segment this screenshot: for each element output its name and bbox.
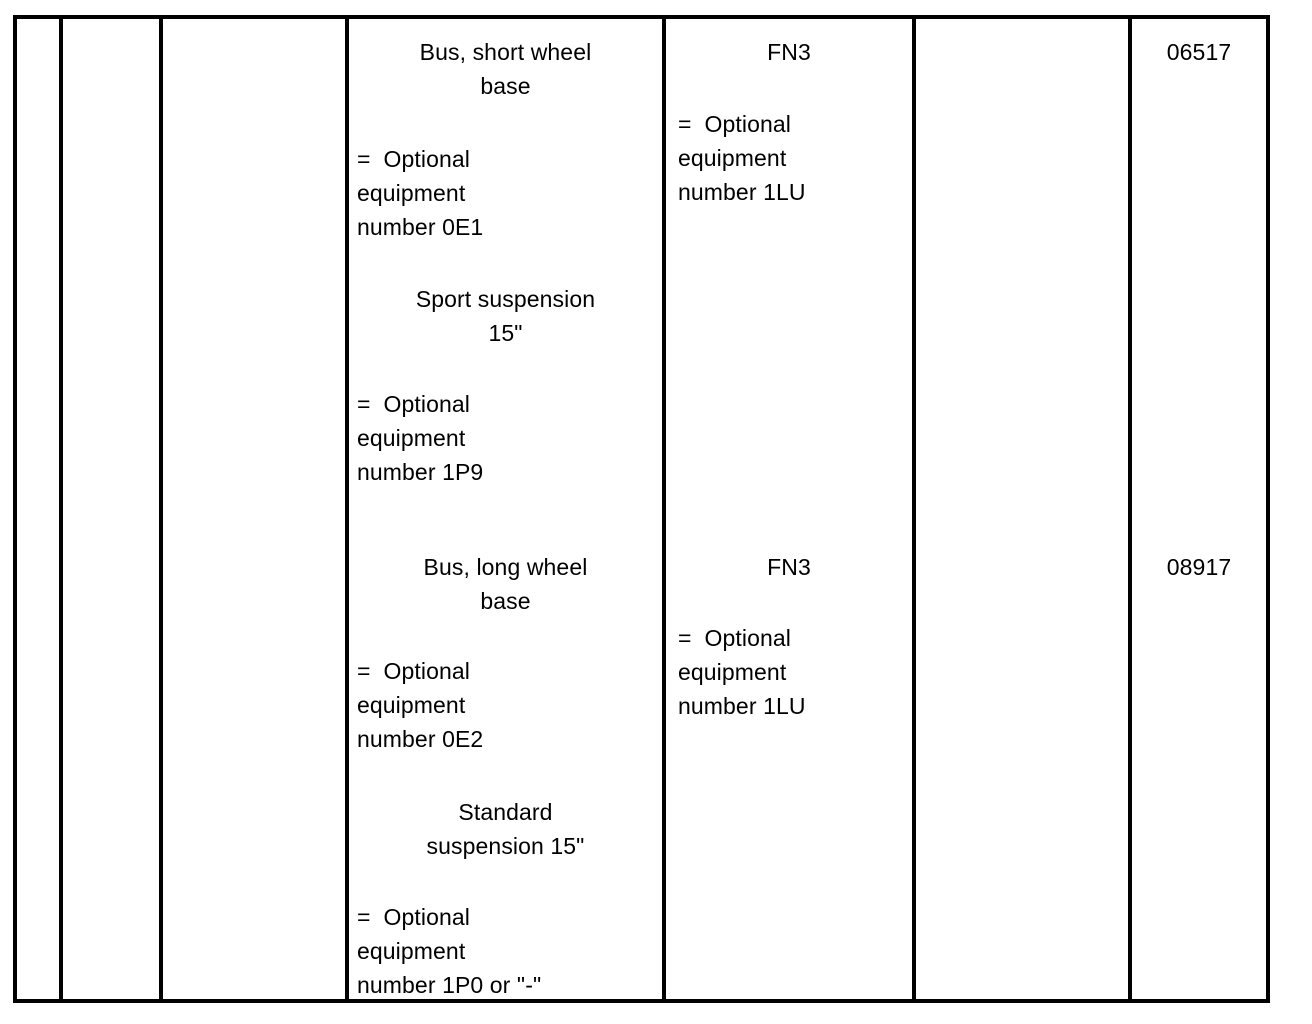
patent-table: Bus, short wheel base = Optional equipme…	[13, 15, 1270, 1003]
table-left-border	[13, 19, 17, 999]
row0-number: 06517	[1166, 39, 1232, 65]
column-rule-1	[59, 19, 63, 999]
row1-code-equipment: = Optional equipment number 1LU	[678, 625, 806, 719]
row0-code: FN3	[767, 39, 811, 65]
table-cell-col4-vehicle: Bus, short wheel base = Optional equipme…	[349, 19, 662, 999]
column-rule-5	[912, 19, 916, 999]
row1-code: FN3	[767, 554, 811, 580]
column-rule-4	[662, 19, 666, 999]
row1-suspension-heading: Standard suspension 15"	[426, 799, 585, 859]
row1-number: 08917	[1166, 554, 1232, 580]
row0-code-equipment: = Optional equipment number 1LU	[678, 111, 806, 205]
row0-body-heading: Bus, short wheel base	[419, 39, 592, 99]
row1-body-equipment: = Optional equipment number 0E2	[357, 658, 484, 752]
table-cell-col5-code: FN3 = Optional equipment number 1LU FN3 …	[666, 19, 912, 999]
row0-suspension-equipment: = Optional equipment number 1P9	[357, 391, 484, 485]
row1-suspension-equipment: = Optional equipment number 1P0 or "-"	[357, 904, 542, 998]
table-cell-col6-number: 06517 08917	[1132, 19, 1266, 999]
table-cell-col1-empty	[17, 19, 59, 999]
table-cell-col2-empty	[63, 19, 159, 999]
row0-body-equipment: = Optional equipment number 0E1	[357, 146, 484, 240]
column-rule-3	[345, 19, 349, 999]
table-cell-col3-empty	[163, 19, 345, 999]
row0-suspension-heading: Sport suspension 15"	[415, 286, 596, 346]
table-right-border	[1266, 19, 1270, 999]
column-rule-2	[159, 19, 163, 999]
column-rule-6	[1128, 19, 1132, 999]
row1-body-heading: Bus, long wheel base	[423, 554, 588, 614]
